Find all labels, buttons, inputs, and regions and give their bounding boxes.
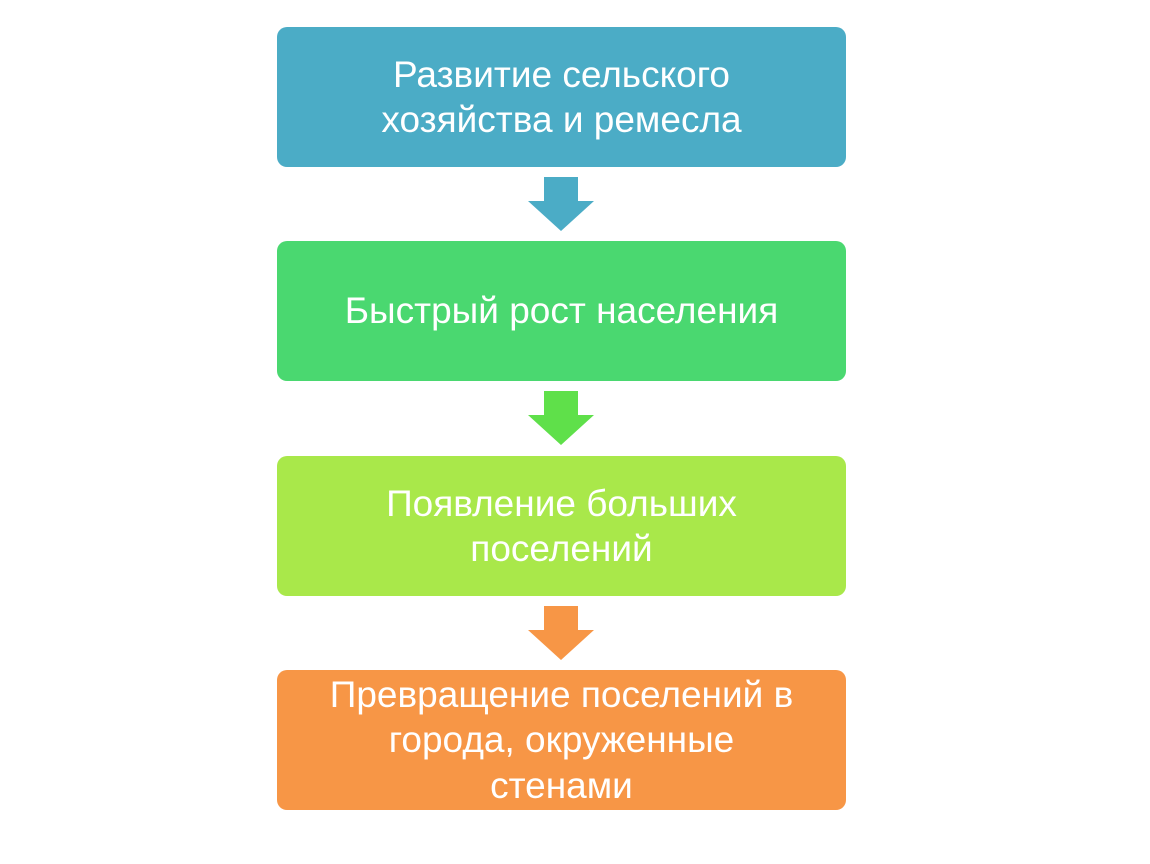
arrow-shape-1 [528,177,594,231]
step-box-2: Быстрый рост населения [277,241,846,381]
step-label-3: Появление больших поселений [386,482,737,569]
arrow-shape-3 [528,606,594,660]
down-arrow-icon [528,606,594,660]
down-arrow-icon [528,391,594,445]
arrow-shape-2 [528,391,594,445]
down-arrow-icon [528,177,594,231]
step-box-3: Появление больших поселений [277,456,846,596]
step-box-1: Развитие сельского хозяйства и ремесла [277,27,846,167]
step-label-1: Развитие сельского хозяйства и ремесла [381,53,742,140]
step-label-2: Быстрый рост населения [344,290,779,332]
step-box-4: Превращение поселений в города, окруженн… [277,670,846,810]
step-label-4: Превращение поселений в города, окруженн… [329,674,794,806]
